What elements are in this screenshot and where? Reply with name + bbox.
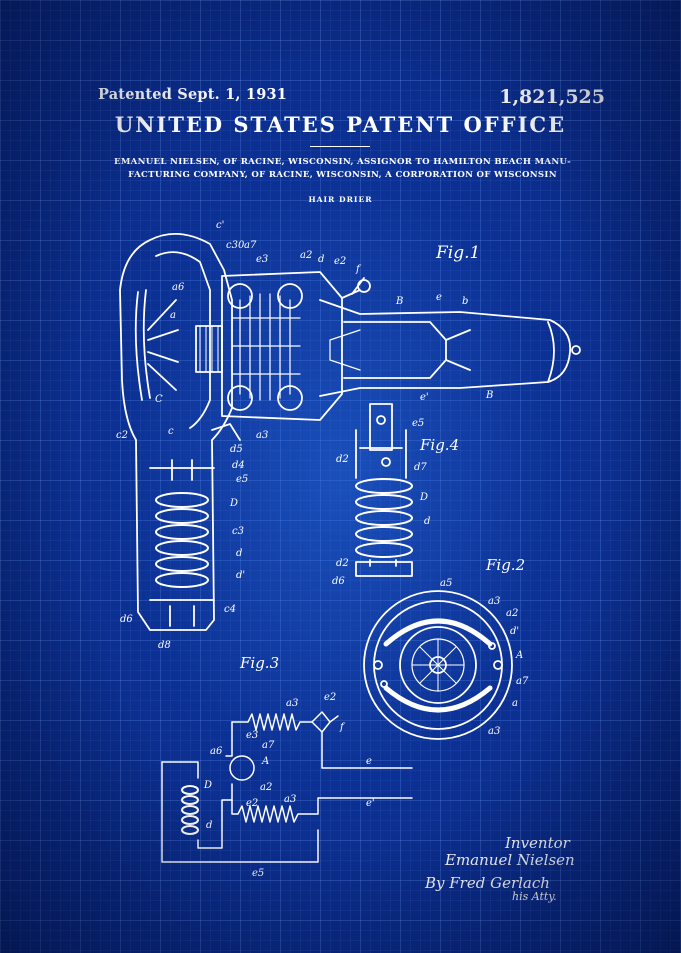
ref-e4-fig3: e2 <box>246 798 258 809</box>
ref-c1: c' <box>216 220 224 231</box>
ref-e-top: e <box>436 292 442 303</box>
ref-d-top: d <box>318 254 324 265</box>
ref-a7-fig2: a7 <box>516 676 529 687</box>
ref-D-fig1: D <box>229 498 238 509</box>
ref-B-bottom: B <box>485 390 493 401</box>
ref-a3-fig2: a3 <box>488 596 500 607</box>
ref-D-fig3: D <box>203 780 212 791</box>
ref-c4: c4 <box>224 604 236 615</box>
fig2-drawing <box>363 590 513 740</box>
ref-d6-fig1: d6 <box>120 614 133 625</box>
ref-d4: d4 <box>232 460 245 471</box>
ref-d8: d8 <box>158 640 171 651</box>
ref-e2-fig3: e2 <box>324 692 336 703</box>
ref-e5-fig4: e5 <box>412 418 424 429</box>
fig4-drawing <box>355 403 413 577</box>
ref-f-fig3: f <box>339 722 346 733</box>
ref-a7-fig3: a7 <box>262 740 275 751</box>
ref-a2-fig2: a2 <box>506 608 518 619</box>
ref-A-fig3: A <box>261 756 269 767</box>
signature-inventor-label: Inventor <box>505 834 570 852</box>
ref-a1-fig2: d' <box>510 626 519 637</box>
ref-a3-fig3: a3 <box>286 698 298 709</box>
ref-a2-top: a2 <box>300 250 312 261</box>
ref-c2: c2 <box>116 430 128 441</box>
ref-a3-fig1: a3 <box>256 430 268 441</box>
ref-c30: c30 <box>226 240 245 251</box>
ref-a6: a6 <box>172 282 185 293</box>
ref-d6-fig4: d6 <box>332 576 345 587</box>
ref-a5: a5 <box>440 578 452 589</box>
fig3-drawing <box>161 711 413 863</box>
ref-b: b <box>462 296 468 307</box>
ref-e1-fig3: e' <box>366 798 375 809</box>
ref-d2-fig4: d2 <box>336 454 349 465</box>
ref-e3-top: e3 <box>256 254 268 265</box>
ref-d-fig1: d <box>236 548 242 559</box>
ref-e2: e2 <box>334 256 346 267</box>
signature-atty: his Atty. <box>512 890 557 903</box>
fig1-label: Fig.1 <box>435 243 480 263</box>
ref-d2-fig4b: d2 <box>336 558 349 569</box>
ref-e1: e' <box>420 392 429 403</box>
fig2-label: Fig.2 <box>485 556 525 574</box>
ref-B-top: B <box>395 296 403 307</box>
ref-a-fig2: a <box>512 698 518 709</box>
ref-D-fig4: D <box>419 492 428 503</box>
ref-c: c <box>168 426 174 437</box>
ref-e-fig3: e <box>366 756 372 767</box>
ref-e3-fig3: e3 <box>246 730 258 741</box>
ref-a6-fig3: a6 <box>210 746 223 757</box>
ref-f: f <box>355 264 362 275</box>
ref-a-top: a <box>170 310 176 321</box>
ref-d5: d5 <box>230 444 243 455</box>
ref-a2-fig3: a2 <box>260 782 272 793</box>
ref-c3: c3 <box>232 526 244 537</box>
ref-d-fig4: d <box>424 516 430 527</box>
ref-a3-fig2b: a3 <box>488 726 500 737</box>
ref-e5-fig3: e5 <box>252 868 264 879</box>
ref-a7: a7 <box>244 240 257 251</box>
ref-d-fig3: d <box>206 820 212 831</box>
ref-e5-fig1: e5 <box>236 474 248 485</box>
ref-d1-fig1: d' <box>236 570 245 581</box>
signature-inventor-name: Emanuel Nielsen <box>445 851 575 869</box>
ref-C: C <box>155 394 163 405</box>
fig3-label: Fig.3 <box>239 654 279 672</box>
ref-d7: d7 <box>414 462 427 473</box>
ref-A-fig2: A <box>515 650 523 661</box>
fig4-label: Fig.4 <box>419 436 459 454</box>
ref-a3-fig3b: a3 <box>284 794 296 805</box>
